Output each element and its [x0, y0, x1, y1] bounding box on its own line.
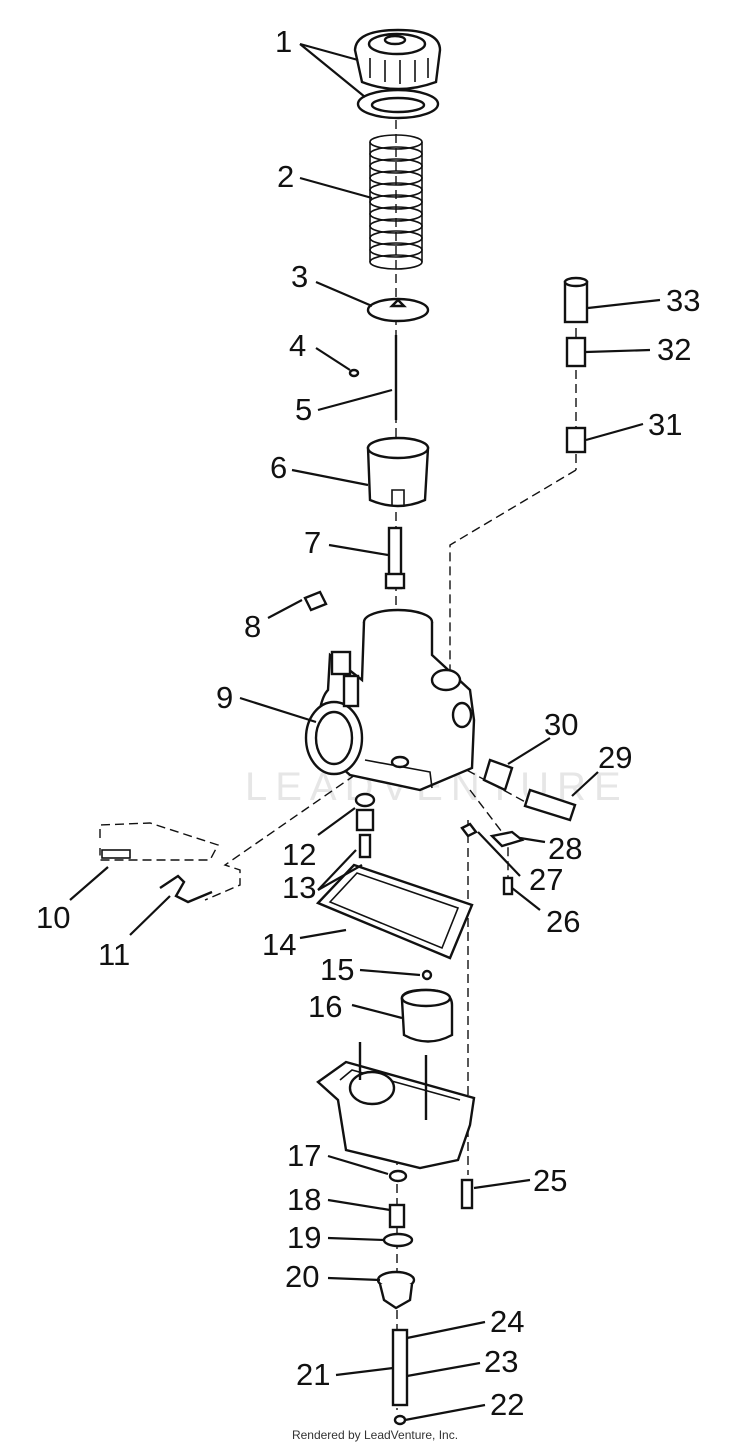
callout-13: 13 — [282, 870, 316, 905]
callout-17: 17 — [287, 1138, 321, 1173]
callout-25: 25 — [533, 1163, 567, 1198]
part-14-gasket — [315, 863, 474, 960]
callout-27: 27 — [529, 862, 563, 897]
part-30-spring — [482, 758, 514, 792]
part-12-jet — [354, 792, 376, 832]
callout-18: 18 — [287, 1182, 321, 1217]
callout-labels: 1 2 3 4 5 6 7 8 9 10 11 12 13 14 15 16 1… — [36, 24, 700, 1422]
part-18-main-jet-holder — [388, 1203, 406, 1229]
callout-6: 6 — [270, 450, 287, 485]
callout-28: 28 — [548, 831, 582, 866]
part-29-screw — [523, 788, 577, 822]
callout-3: 3 — [291, 259, 308, 294]
render-credit: Rendered by LeadVenture, Inc. — [291, 1428, 459, 1442]
part-27-spring — [460, 822, 478, 838]
part-1-cap — [353, 28, 442, 91]
part-19-o-ring — [382, 1232, 414, 1248]
part-10-bracket — [101, 849, 131, 859]
callout-20: 20 — [285, 1259, 319, 1294]
part-15-ball — [421, 969, 433, 981]
callout-32: 32 — [657, 332, 691, 367]
callout-19: 19 — [287, 1220, 321, 1255]
float-bowl — [316, 1042, 476, 1170]
callout-15: 15 — [320, 952, 354, 987]
callout-11: 11 — [98, 937, 130, 972]
part-8-cap — [303, 590, 328, 612]
callout-29: 29 — [598, 740, 632, 775]
callout-33: 33 — [666, 283, 700, 318]
callout-9: 9 — [216, 680, 233, 715]
part-25-screw — [460, 1178, 474, 1210]
callout-23: 23 — [484, 1344, 518, 1379]
callout-26: 26 — [546, 904, 580, 939]
callout-16: 16 — [308, 989, 342, 1024]
part-21-tube — [391, 1328, 409, 1407]
part-32-spring — [565, 336, 587, 368]
callout-5: 5 — [295, 392, 312, 427]
callout-21: 21 — [296, 1357, 330, 1392]
part-17-washer — [388, 1169, 408, 1183]
part-13-pilot-jet — [358, 833, 372, 859]
callout-7: 7 — [304, 525, 321, 560]
callout-31: 31 — [648, 407, 682, 442]
part-2-spring — [369, 134, 423, 270]
part-7-needle-jet — [384, 526, 406, 590]
part-33-adjuster — [563, 276, 589, 324]
callout-4: 4 — [289, 328, 306, 363]
callout-10: 10 — [36, 900, 70, 935]
part-31-fitting — [565, 426, 587, 454]
callout-22: 22 — [490, 1387, 524, 1422]
callout-12: 12 — [282, 837, 316, 872]
part-9-carburetor-body — [304, 608, 476, 792]
part-11-clip — [159, 874, 213, 904]
part-28-screw — [489, 830, 525, 848]
part-3-retainer — [366, 297, 430, 323]
callout-24: 24 — [490, 1304, 524, 1339]
callout-8: 8 — [244, 609, 261, 644]
leader-lines — [69, 42, 661, 1422]
callout-2: 2 — [277, 159, 294, 194]
part-16-float — [400, 988, 454, 1043]
part-22-cap — [393, 1414, 407, 1426]
callout-14: 14 — [262, 927, 296, 962]
part-26-screw — [502, 876, 514, 896]
callout-1: 1 — [275, 24, 292, 59]
callout-30: 30 — [544, 707, 578, 742]
part-20-drain-plug — [376, 1270, 416, 1310]
part-1-washer — [356, 88, 440, 120]
part-6-throttle-slide — [366, 436, 430, 508]
part-4-clip — [348, 368, 360, 378]
